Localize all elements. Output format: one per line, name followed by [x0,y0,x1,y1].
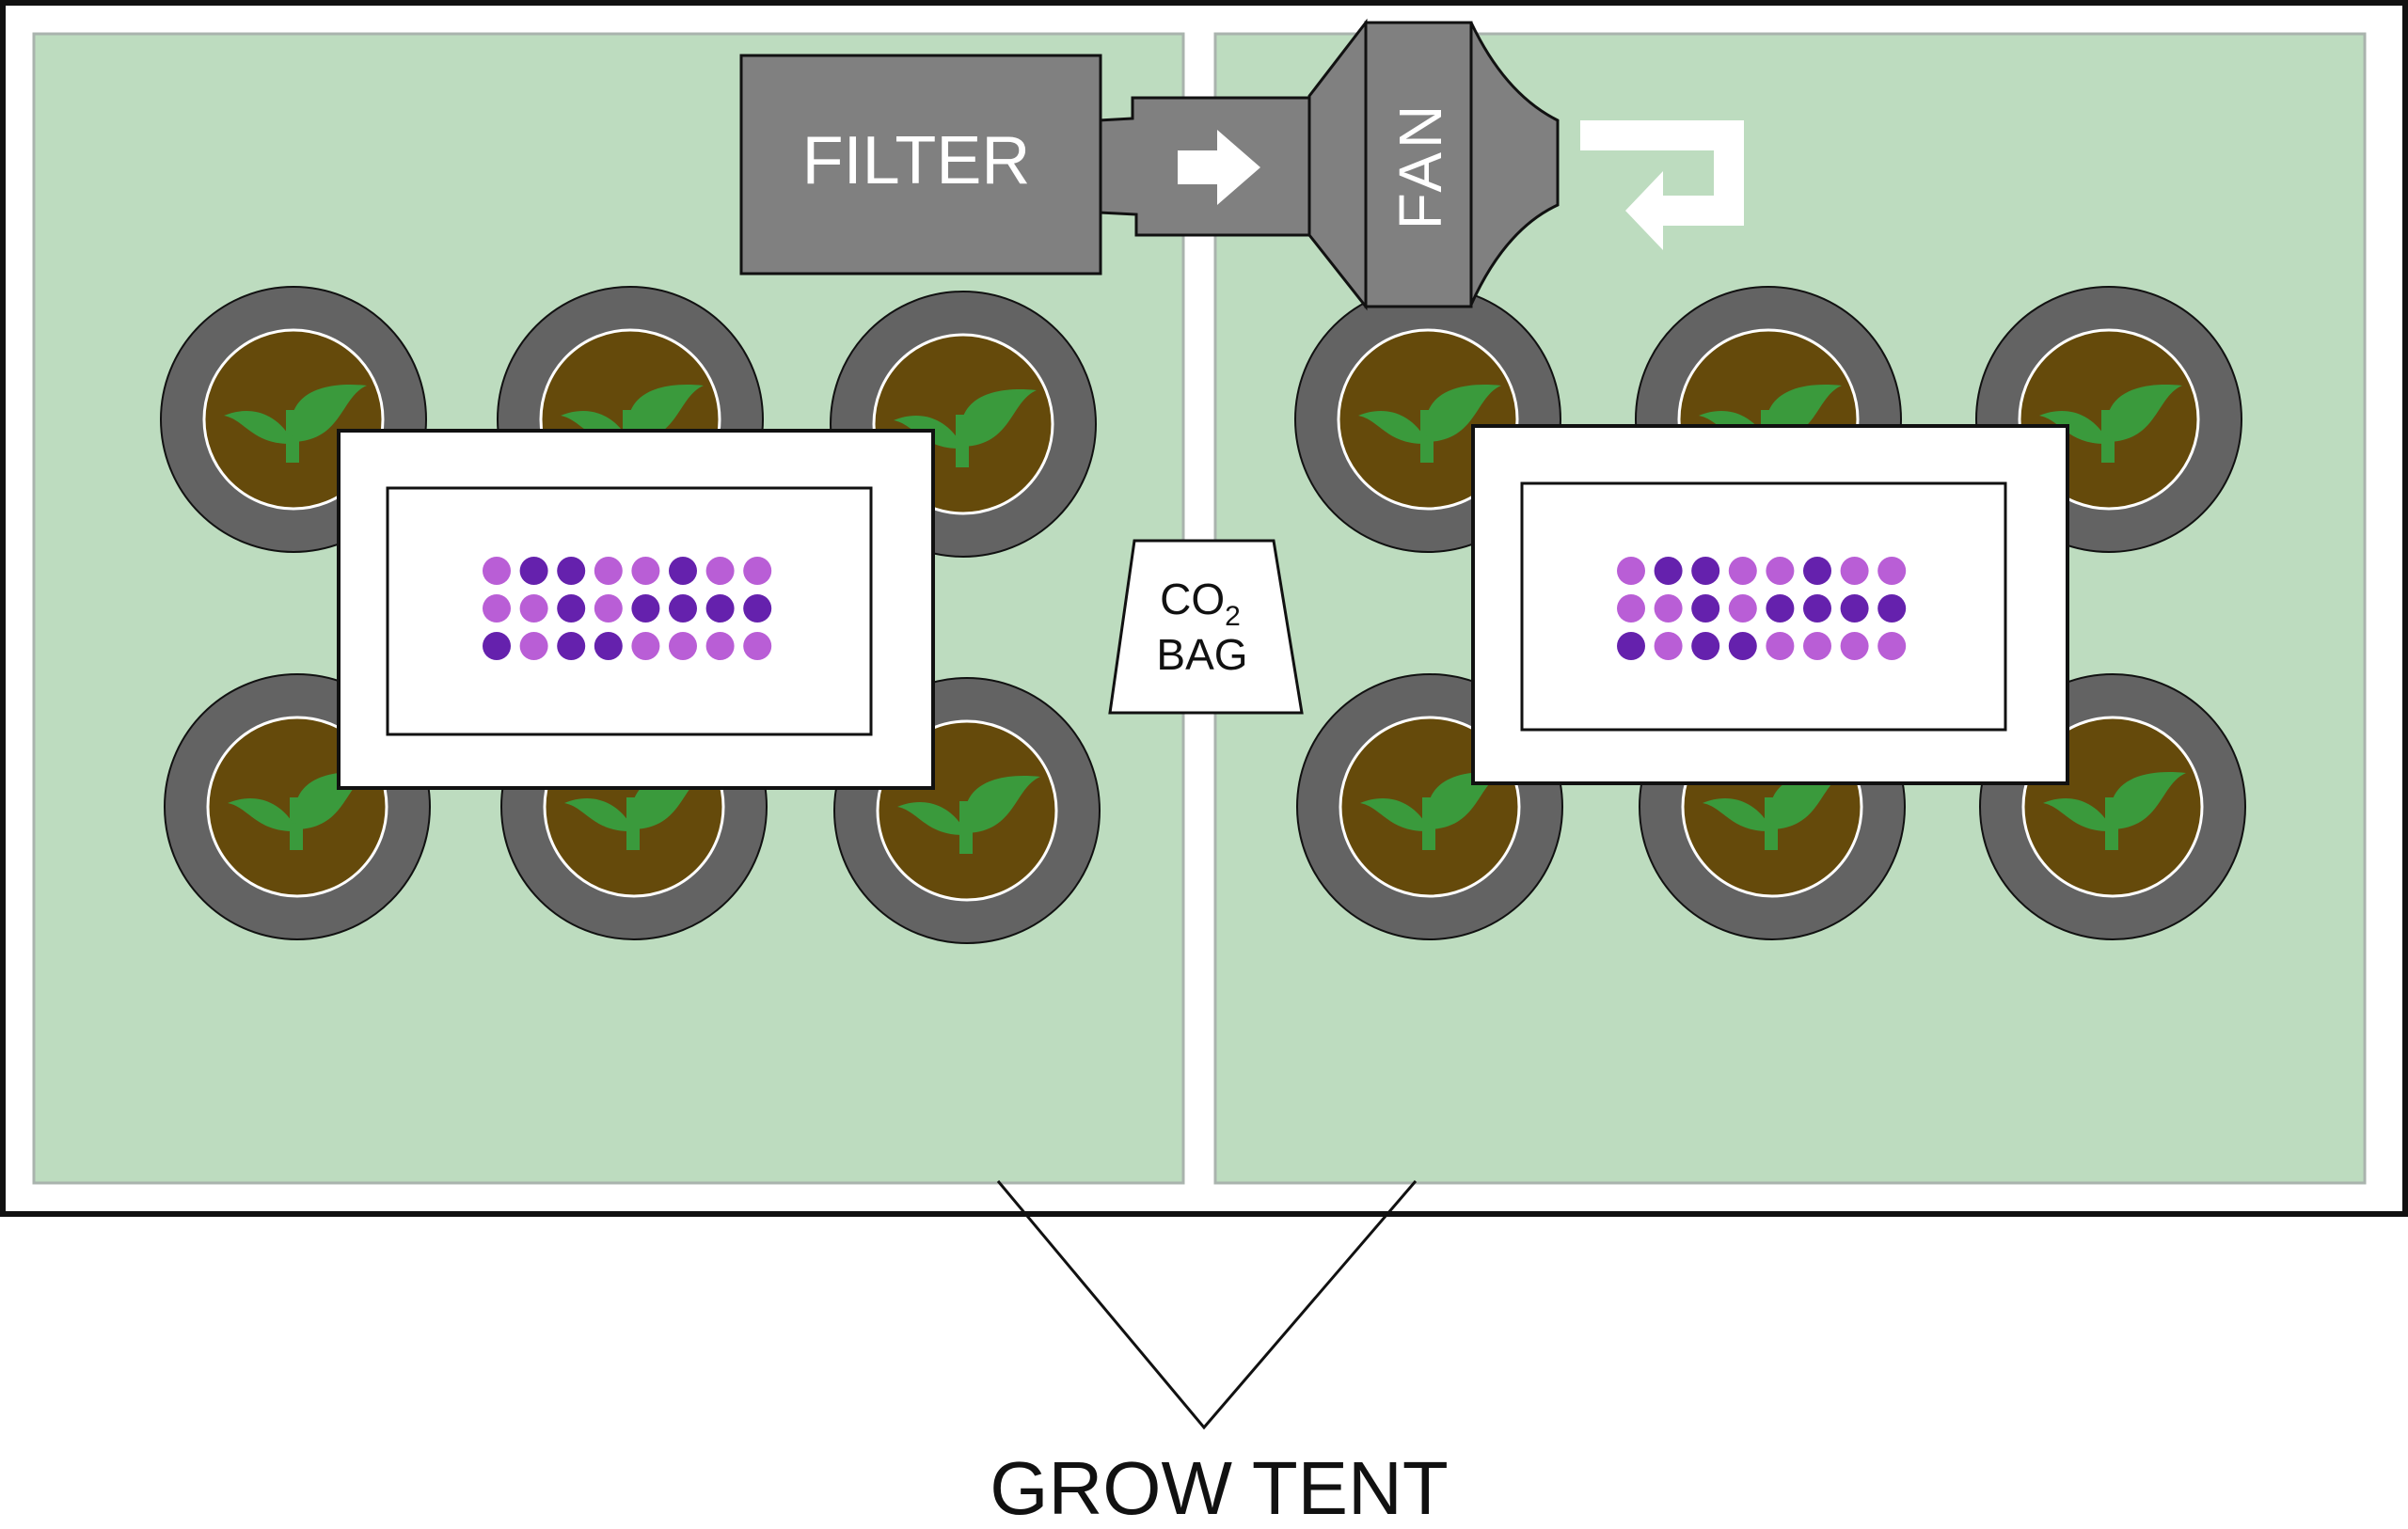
led-dot [1803,557,1831,585]
led-dot [1617,557,1645,585]
led-dot [1654,632,1683,660]
led-dot [1617,632,1645,660]
led-dot [705,632,735,660]
led-dot [519,594,548,623]
led-dot [1766,632,1795,660]
led-dot [1691,632,1720,660]
carbon-filter [739,54,1102,276]
led-dot [519,557,548,585]
led-dot [743,557,772,585]
led-dot [519,632,548,660]
led-dot [1877,594,1907,623]
led-dot [1877,557,1907,585]
fan-label: FAN [1386,102,1454,229]
grow-light-right [1471,424,2069,785]
grow-tent-label: GROW TENT [990,1446,1448,1529]
led-dot [705,557,735,585]
seedling-icon [2043,772,2186,850]
led-dot [1617,594,1645,623]
led-dot [483,557,511,585]
led-dot [669,632,697,660]
led-dot [557,594,586,623]
seedling-icon [897,776,1040,854]
fan-exhaust-cone [1469,22,1560,306]
seedling-icon [1360,772,1503,850]
led-dot [1654,557,1683,585]
led-dot [631,557,660,585]
led-dot [669,557,697,585]
led-dot [1691,557,1720,585]
led-dot [483,594,511,623]
led-dot [594,557,623,585]
led-dot [743,632,772,660]
led-dot [1766,594,1795,623]
led-dot [1877,632,1907,660]
led-dot [1728,557,1757,585]
led-dot [1766,557,1795,585]
led-dot [631,594,660,623]
co2-bag-label: BAG [1156,630,1247,679]
seedling-icon [2039,385,2182,463]
led-dot [1728,594,1757,623]
co2-bag: CO2 BAG [1108,539,1304,715]
return-arrow-icon [1580,120,1744,250]
co2-label: CO2 [1160,575,1241,632]
seedling-icon [1358,385,1501,463]
seedling-icon [1703,772,1846,850]
led-dot [1728,632,1757,660]
callout-pointer [996,1180,1418,1430]
led-dot [557,557,586,585]
led-dot [483,632,511,660]
led-dot [594,594,623,623]
led-dot [1803,632,1831,660]
led-dot [1840,594,1869,623]
led-dot [1691,594,1720,623]
grow-light-left [337,429,935,790]
led-array-left [483,557,772,660]
led-dot [631,632,660,660]
seedling-icon [894,389,1037,467]
led-dot [1840,557,1869,585]
led-dot [557,632,586,660]
led-dot [669,594,697,623]
led-array-right [1617,557,1907,660]
led-dot [1654,594,1683,623]
inline-fan [1364,21,1473,308]
led-dot [743,594,772,623]
led-dot [594,632,623,660]
led-dot [705,594,735,623]
led-dot [1840,632,1869,660]
led-dot [1803,594,1831,623]
filter-label: FILTER [802,123,1031,198]
seedling-icon [224,385,367,463]
arrow-right-icon [1178,130,1260,205]
